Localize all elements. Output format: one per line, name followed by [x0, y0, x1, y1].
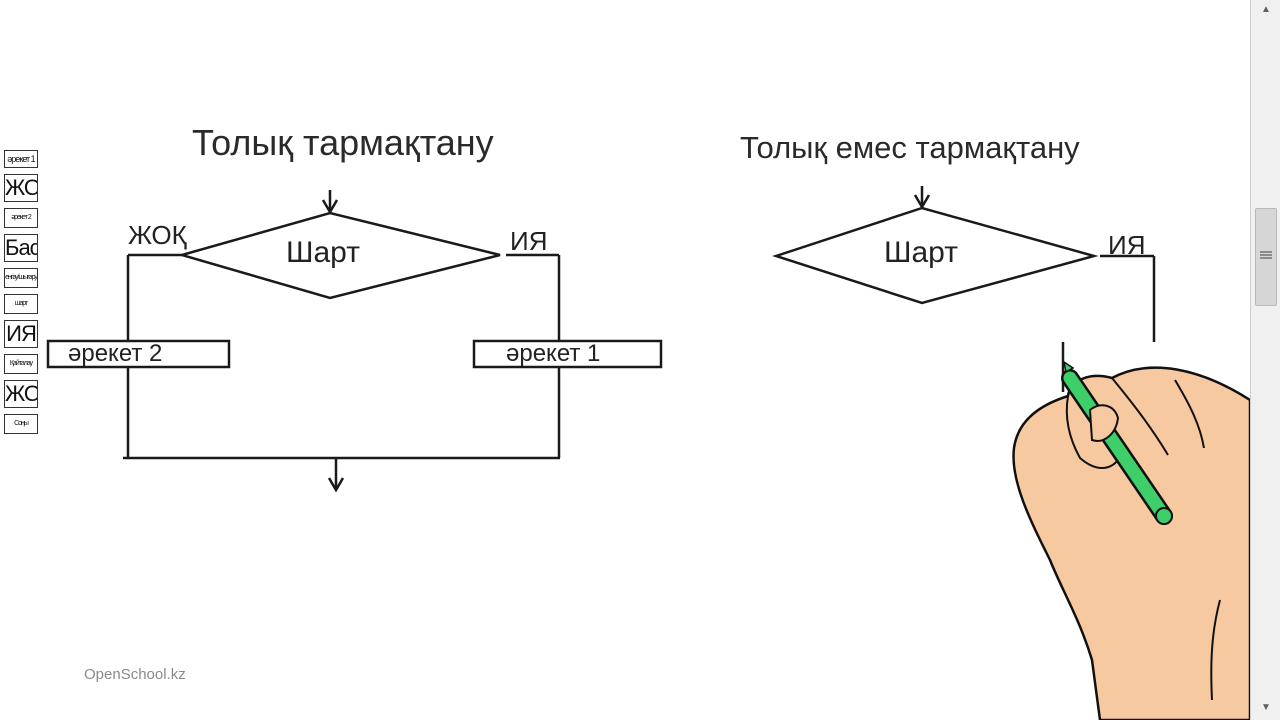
left-action1-box — [472, 339, 663, 369]
left-action2-box — [46, 339, 231, 369]
toolbox-item-condition[interactable]: шарт — [4, 294, 38, 314]
flowchart-drawing — [46, 186, 1250, 720]
toolbox-item-action2[interactable]: әрекет 2 — [4, 208, 38, 228]
drawing-hand-icon — [1012, 360, 1250, 720]
vertical-scrollbar[interactable]: ▲ ▼ — [1250, 0, 1280, 720]
left-condition-label: Шарт — [286, 236, 360, 269]
left-exit-arrow — [327, 477, 345, 493]
scroll-down-arrow-icon[interactable]: ▼ — [1261, 702, 1271, 713]
watermark-text: OpenSchool.kz — [84, 666, 186, 683]
right-diagram-title: Толық емес тармақтану — [740, 130, 1080, 165]
toolbox-item-no-2[interactable]: ЖОҚ — [4, 380, 38, 408]
toolbox-item-action1[interactable]: әрекет 1 — [4, 150, 38, 168]
toolbox-item-loop[interactable]: Қайталау — [4, 354, 38, 374]
toolbox-item-yes[interactable]: ИЯ — [4, 320, 38, 348]
left-action2-label: әрекет 2 — [68, 340, 163, 367]
scrollbar-thumb[interactable] — [1255, 208, 1277, 306]
left-yes-label: ИЯ — [510, 226, 548, 256]
left-action1-label: әрекет 1 — [506, 340, 601, 367]
toolbox-item-end[interactable]: Соңы — [4, 414, 38, 434]
toolbox-item-io[interactable]: енгізу/шығару — [4, 268, 38, 288]
toolbox: әрекет 1 ЖОҚ әрекет 2 Басы енгізу/шығару… — [4, 150, 38, 440]
toolbox-item-no[interactable]: ЖОҚ — [4, 174, 38, 202]
right-condition-diamond — [771, 206, 1099, 305]
left-no-label: ЖОҚ — [128, 220, 187, 250]
toolbox-item-start[interactable]: Басы — [4, 234, 38, 262]
scrollbar-grip-icon — [1260, 251, 1272, 259]
scroll-up-arrow-icon[interactable]: ▲ — [1261, 4, 1271, 15]
left-condition-diamond — [177, 211, 501, 300]
whiteboard-canvas: әрекет 1 ЖОҚ әрекет 2 Басы енгізу/шығару… — [4, 122, 1250, 720]
left-diagram-title: Толық тармақтану — [192, 122, 494, 163]
right-condition-label: Шарт — [884, 236, 958, 269]
